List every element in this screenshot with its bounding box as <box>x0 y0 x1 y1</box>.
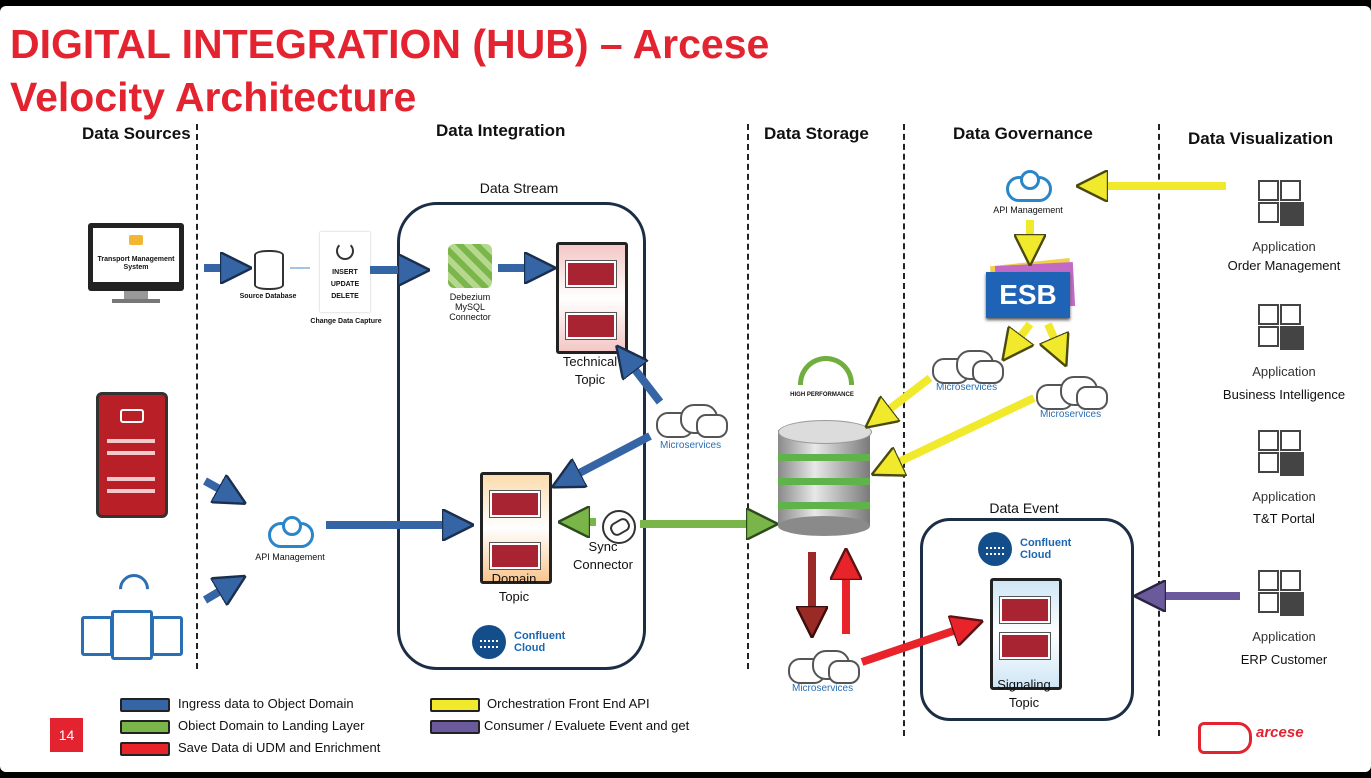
microservices-cloud-icon <box>656 404 728 438</box>
application-icon <box>1258 180 1304 226</box>
slide-title-line2: Velocity Architecture <box>10 74 417 120</box>
cdc-card: INSERT UPDATE DELETE <box>320 232 370 312</box>
cdc-op-insert: INSERT <box>332 269 358 276</box>
app-name-tt-portal: T&T Portal <box>1253 511 1315 526</box>
microservices-label: Microservices <box>936 382 998 393</box>
column-divider <box>747 124 749 669</box>
microservices-label: Microservices <box>660 440 722 451</box>
debezium-icon <box>448 244 492 288</box>
high-performance-label: HIGH PERFORMANCE <box>790 392 854 398</box>
microservices-cloud-icon <box>1036 376 1108 410</box>
api-management-icon <box>1006 168 1052 202</box>
legend-label-purple: Consumer / Evaluete Event and get <box>484 718 690 733</box>
arrow-orchestration <box>1012 321 1030 348</box>
legend-label-blue: Ingress data to Object Domain <box>178 696 354 711</box>
microservices-cloud-icon <box>932 350 1004 384</box>
sync-connector-label: Sync Connector <box>573 539 633 572</box>
legend-swatch-red <box>120 742 170 756</box>
cdc-label: Change Data Capture <box>310 318 382 325</box>
cdc-op-delete: DELETE <box>331 293 359 300</box>
column-divider <box>903 124 905 736</box>
column-header-data-governance: Data Governance <box>953 124 1093 143</box>
refresh-icon <box>336 242 354 260</box>
arrow-orchestration <box>886 394 1036 468</box>
arrow-save-data <box>860 626 968 666</box>
column-header-data-sources: Data Sources <box>82 124 191 143</box>
app-kind-label: Application <box>1252 489 1316 504</box>
legend-swatch-purple <box>430 720 480 734</box>
database-icon <box>254 250 284 290</box>
technical-topic-label: Technical Topic <box>562 354 618 387</box>
microservices-label: Microservices <box>1040 409 1102 420</box>
api-management-icon <box>268 514 314 548</box>
source-database-label: Source Database <box>239 293 297 300</box>
legend-swatch-yellow <box>430 698 480 712</box>
app-name-business-intelligence: Business Intelligence <box>1222 387 1346 402</box>
connected-vehicles-icon <box>77 567 185 662</box>
app-kind-label: Application <box>1252 629 1316 644</box>
slide-title-line1: DIGITAL INTEGRATION (HUB) – Arcese <box>10 21 770 67</box>
domain-topic-label: Domain Topic <box>491 571 537 604</box>
column-header-data-storage: Data Storage <box>764 124 869 143</box>
confluent-icon <box>472 625 506 659</box>
signaling-topic-label: Signaling Topic <box>997 677 1051 710</box>
column-header-data-integration: Data Integration <box>436 121 566 140</box>
app-kind-label: Application <box>1252 364 1316 379</box>
data-storage-database-icon <box>778 420 872 536</box>
legend-label-green: Obiect Domain to Landing Layer <box>178 718 365 733</box>
app-name-order-management: Order Management <box>1227 258 1341 273</box>
domain-topic-icon <box>480 472 552 584</box>
monitor-base <box>112 299 160 303</box>
arrow-orchestration <box>878 374 933 418</box>
column-header-data-visualization: Data Visualization <box>1188 129 1334 148</box>
slide: DIGITAL INTEGRATION (HUB) – Arcese Veloc… <box>0 6 1371 772</box>
app-kind-label: Application <box>1252 239 1316 254</box>
legend-swatch-blue <box>120 698 170 712</box>
confluent-icon <box>978 532 1012 566</box>
data-event-title: Data Event <box>989 500 1059 516</box>
page-number: 14 <box>50 718 83 752</box>
flow-arrows <box>202 6 1240 666</box>
mobile-app-icon <box>96 392 168 518</box>
application-icon <box>1258 430 1304 476</box>
monitor-icon <box>88 223 184 291</box>
data-stream-title: Data Stream <box>479 180 559 196</box>
monitor-stand <box>124 291 148 299</box>
legend-label-yellow: Orchestration Front End API <box>487 696 650 711</box>
debezium-label: Debezium MySQL Connector <box>449 292 491 322</box>
arrow-orchestration <box>1048 322 1060 352</box>
brand-name: arcese <box>1256 724 1304 741</box>
technical-topic-icon <box>556 242 628 354</box>
column-divider <box>196 124 198 669</box>
legend-label-red: Save Data di UDM and Enrichment <box>178 740 381 755</box>
microservices-cloud-icon <box>788 650 860 684</box>
arrow-ingress <box>566 432 652 480</box>
sync-connector-icon <box>602 510 636 544</box>
api-management-label: API Management <box>255 552 325 562</box>
arcese-logo-icon <box>1198 722 1252 754</box>
application-icon <box>1258 570 1304 616</box>
arrow-ingress <box>626 358 664 405</box>
esb-icon: ESB <box>986 272 1070 318</box>
signaling-topic-icon <box>990 578 1062 690</box>
cdc-op-update: UPDATE <box>330 281 360 288</box>
governance-api-management-label: API Management <box>993 205 1063 215</box>
application-icon <box>1258 304 1304 350</box>
arrow-ingress <box>202 584 232 600</box>
tms-label: Transport Management System <box>97 256 175 271</box>
app-name-erp-customer: ERP Customer <box>1240 652 1328 667</box>
column-divider <box>1158 124 1160 736</box>
arrow-ingress <box>203 481 232 496</box>
legend-swatch-green <box>120 720 170 734</box>
truck-icon <box>129 235 143 245</box>
microservices-label: Microservices <box>792 683 854 694</box>
